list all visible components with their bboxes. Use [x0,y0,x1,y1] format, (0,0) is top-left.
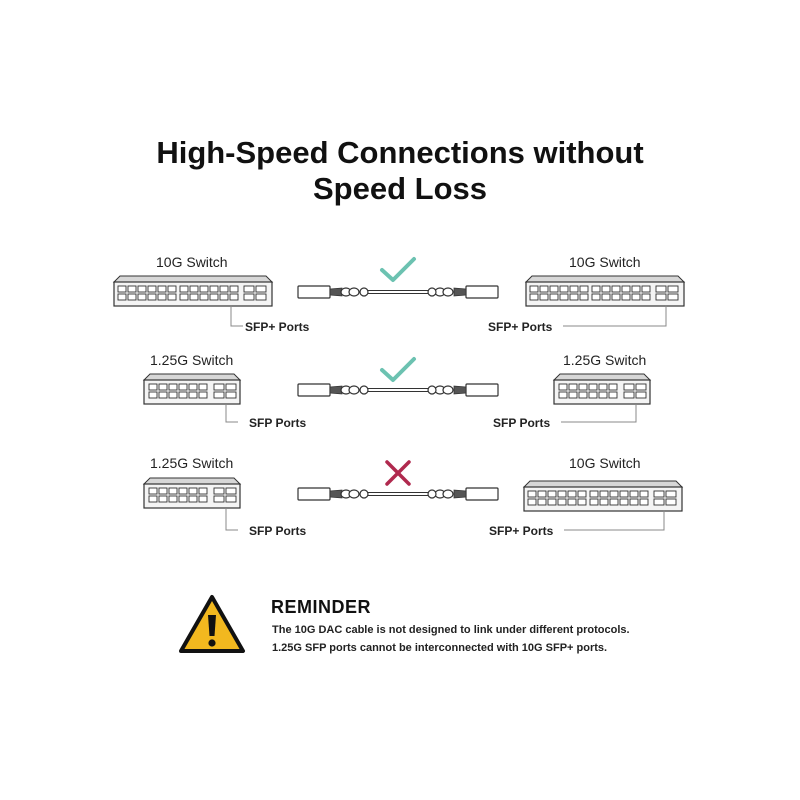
port-label-left: SFP Ports [249,416,307,430]
dac-cable-icon [297,285,499,299]
page-title-line-1: High-Speed Connections without [156,135,644,170]
switch-10g-right-icon [522,480,684,512]
switch-label-left: 1.25G Switch [150,352,234,368]
reminder-line-2: 1.25G SFP ports cannot be interconnected… [272,642,608,654]
port-label-left: SFP Ports [249,524,307,538]
switch-1g-right-icon [552,373,652,405]
port-label-right: SFP+ Ports [488,320,553,334]
port-leader-left [225,508,238,531]
port-leader-right [564,510,665,531]
switch-1g-left-icon [142,477,242,509]
dac-cable-icon [297,487,499,501]
cross-icon [385,460,411,486]
port-label-left: SFP+ Ports [245,320,310,334]
port-label-right: SFP Ports [493,416,551,430]
page-title-line-2: Speed Loss [313,171,487,206]
port-label-right: SFP+ Ports [489,524,554,538]
switch-label-left: 10G Switch [156,254,228,270]
warning-icon [179,595,245,653]
switch-10g-left-icon [112,275,274,307]
check-icon [380,257,416,282]
port-leader-left [225,404,238,423]
switch-10g-right-icon [524,275,686,307]
switch-label-right: 10G Switch [569,455,641,471]
switch-label-left: 1.25G Switch [150,455,234,471]
switch-1g-left-icon [142,373,242,405]
port-leader-left [230,305,243,327]
dac-cable-icon [297,383,499,397]
switch-label-right: 10G Switch [569,254,641,270]
switch-label-right: 1.25G Switch [563,352,647,368]
reminder-title: REMINDER [271,597,372,617]
port-leader-right [561,404,637,423]
reminder-line-1: The 10G DAC cable is not designed to lin… [272,624,630,636]
check-icon [380,357,416,382]
port-leader-right [563,305,667,327]
